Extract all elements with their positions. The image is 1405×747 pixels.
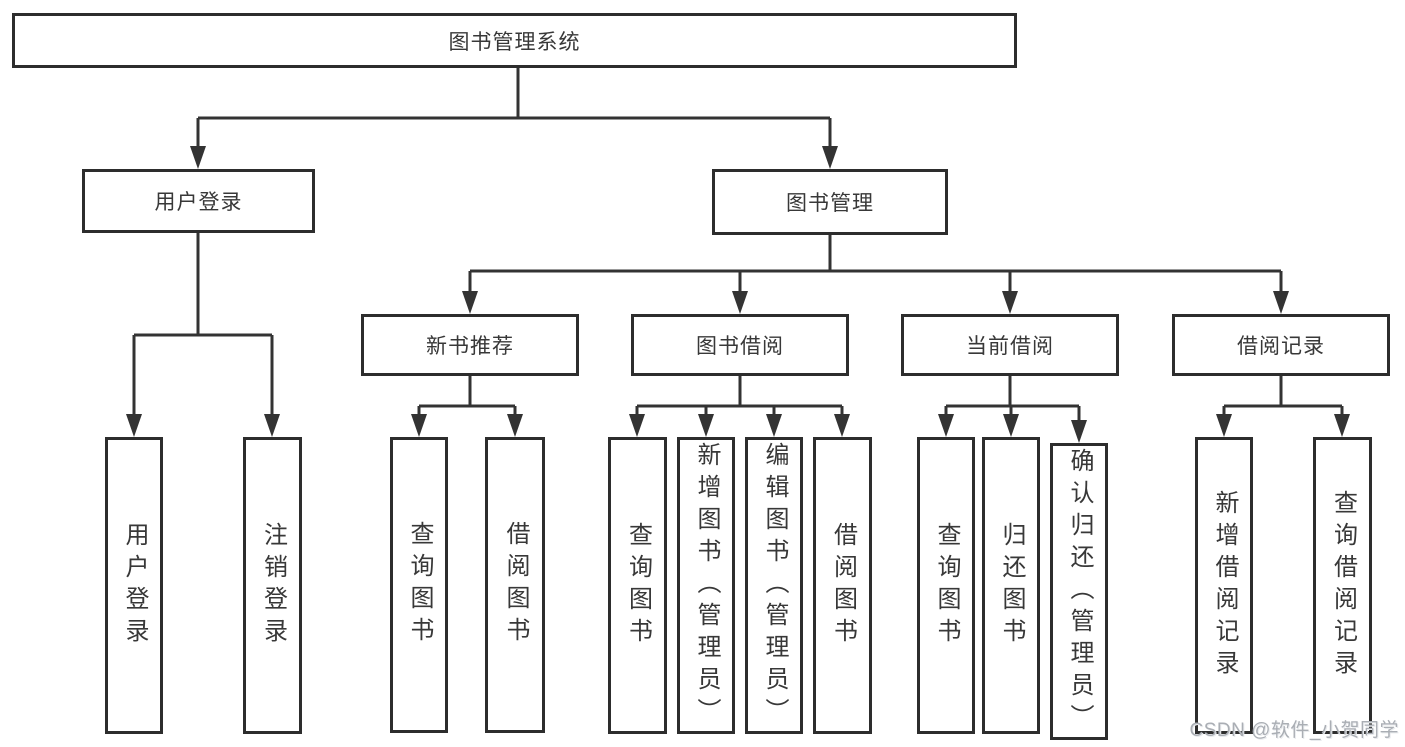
leaf-query-books-current-label: 查询图书	[933, 521, 960, 650]
leaf-confirm-return-admin-label: 确认归还（管理员）	[1066, 447, 1093, 736]
leaf-edit-books-admin: 编辑图书（管理员）	[745, 437, 803, 734]
leaf-query-borrow-record: 查询借阅记录	[1313, 437, 1372, 734]
leaf-borrow-books-recommend-label: 借阅图书	[502, 521, 529, 649]
leaf-query-books-recommend: 查询图书	[390, 437, 448, 733]
leaf-add-books-admin: 新增图书（管理员）	[677, 437, 735, 734]
node-borrow-records-label: 借阅记录	[1237, 335, 1325, 358]
leaf-query-books-current: 查询图书	[917, 437, 975, 734]
leaf-add-borrow-record: 新增借阅记录	[1195, 437, 1253, 734]
leaf-query-books-recommend-label: 查询图书	[406, 521, 433, 649]
node-current-borrow: 当前借阅	[901, 314, 1119, 376]
leaf-logout-label: 注销登录	[259, 521, 287, 650]
leaf-logout: 注销登录	[243, 437, 302, 734]
leaf-confirm-return-admin: 确认归还（管理员）	[1050, 443, 1108, 740]
leaf-query-books-borrow: 查询图书	[608, 437, 667, 734]
leaf-query-books-borrow-label: 查询图书	[624, 521, 652, 650]
node-user-login-label: 用户登录	[154, 191, 243, 214]
node-new-book-recommend-label: 新书推荐	[426, 335, 514, 358]
arrowhead-icons	[126, 146, 1350, 443]
node-user-login: 用户登录	[82, 169, 315, 233]
leaf-return-books-label: 归还图书	[998, 521, 1025, 650]
watermark: CSDN @软件_小贺同学	[1189, 720, 1399, 741]
leaf-user-login: 用户登录	[105, 437, 163, 734]
leaf-return-books: 归还图书	[982, 437, 1040, 734]
node-root-label: 图书管理系统	[448, 30, 581, 54]
node-book-management: 图书管理	[712, 169, 948, 235]
leaf-query-borrow-record-label: 查询借阅记录	[1329, 489, 1357, 682]
leaf-user-login-label: 用户登录	[121, 521, 148, 650]
node-current-borrow-label: 当前借阅	[966, 335, 1054, 358]
node-book-borrow-label: 图书借阅	[696, 335, 784, 358]
leaf-edit-books-admin-label: 编辑图书（管理员）	[761, 441, 788, 730]
node-borrow-records: 借阅记录	[1172, 314, 1390, 376]
leaf-borrow-books-label: 借阅图书	[829, 521, 857, 650]
leaf-borrow-books: 借阅图书	[813, 437, 872, 734]
node-new-book-recommend: 新书推荐	[361, 314, 579, 376]
node-book-borrow: 图书借阅	[631, 314, 849, 376]
leaf-borrow-books-recommend: 借阅图书	[485, 437, 545, 733]
leaf-add-books-admin-label: 新增图书（管理员）	[693, 441, 720, 730]
leaf-add-borrow-record-label: 新增借阅记录	[1211, 489, 1238, 682]
node-book-management-label: 图书管理	[786, 192, 874, 215]
node-root: 图书管理系统	[12, 13, 1017, 68]
